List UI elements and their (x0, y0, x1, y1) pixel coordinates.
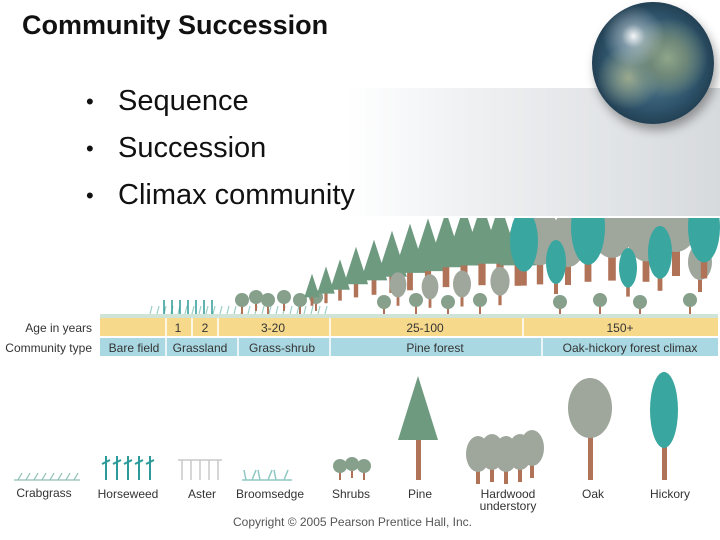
bullet-item: •Sequence (86, 85, 249, 117)
hickory-icon (650, 372, 678, 480)
forest-landscape (149, 218, 720, 316)
horseweed-icon (101, 456, 155, 480)
copyright-text: Copyright © 2005 Pearson Prentice Hall, … (233, 515, 472, 529)
legend-label: Oak (582, 487, 605, 501)
globe-icon (592, 2, 714, 124)
age-cell: 150+ (606, 321, 633, 335)
legend-label: Aster (188, 487, 216, 501)
bullet-list: •Sequence •Succession •Climax community (86, 78, 355, 219)
community-row-label: Community type (5, 341, 92, 355)
header-band (0, 88, 720, 216)
community-cell: Grassland (173, 341, 228, 355)
hardwood-understory-icon (466, 430, 544, 484)
legend-label: Crabgrass (16, 486, 71, 500)
age-cell: 2 (202, 321, 209, 335)
community-cell: Pine forest (406, 341, 464, 355)
crabgrass-icon (14, 472, 80, 481)
legend-label: Hardwood (481, 487, 536, 501)
legend-label: understory (480, 499, 537, 513)
legend-label: Hickory (650, 487, 690, 501)
legend-icons (14, 372, 678, 484)
legend-label: Shrubs (332, 487, 370, 501)
community-band (100, 338, 718, 356)
legend-label: Pine (408, 487, 432, 501)
shrubs-icon (333, 457, 371, 480)
oak-icon (568, 378, 612, 480)
community-cell: Grass-shrub (249, 341, 315, 355)
bullet-item: •Climax community (86, 179, 355, 211)
legend-label: Horseweed (98, 487, 159, 501)
age-cell: 1 (175, 321, 182, 335)
age-cell: 3-20 (261, 321, 285, 335)
aster-icon (178, 459, 222, 480)
slide-title: Community Succession (22, 10, 329, 40)
community-cell: Bare field (109, 341, 160, 355)
age-band (100, 318, 718, 336)
legend-label: Broomsedge (236, 487, 304, 501)
community-cell: Oak-hickory forest climax (563, 341, 698, 355)
broomsedge-icon (242, 469, 292, 481)
bullet-item: •Succession (86, 132, 267, 164)
age-cell: 25-100 (406, 321, 444, 335)
pine-icon (398, 376, 438, 480)
succession-diagram: Age in years Community type 1 2 3-20 25-… (5, 218, 720, 513)
age-row-label: Age in years (25, 321, 92, 335)
